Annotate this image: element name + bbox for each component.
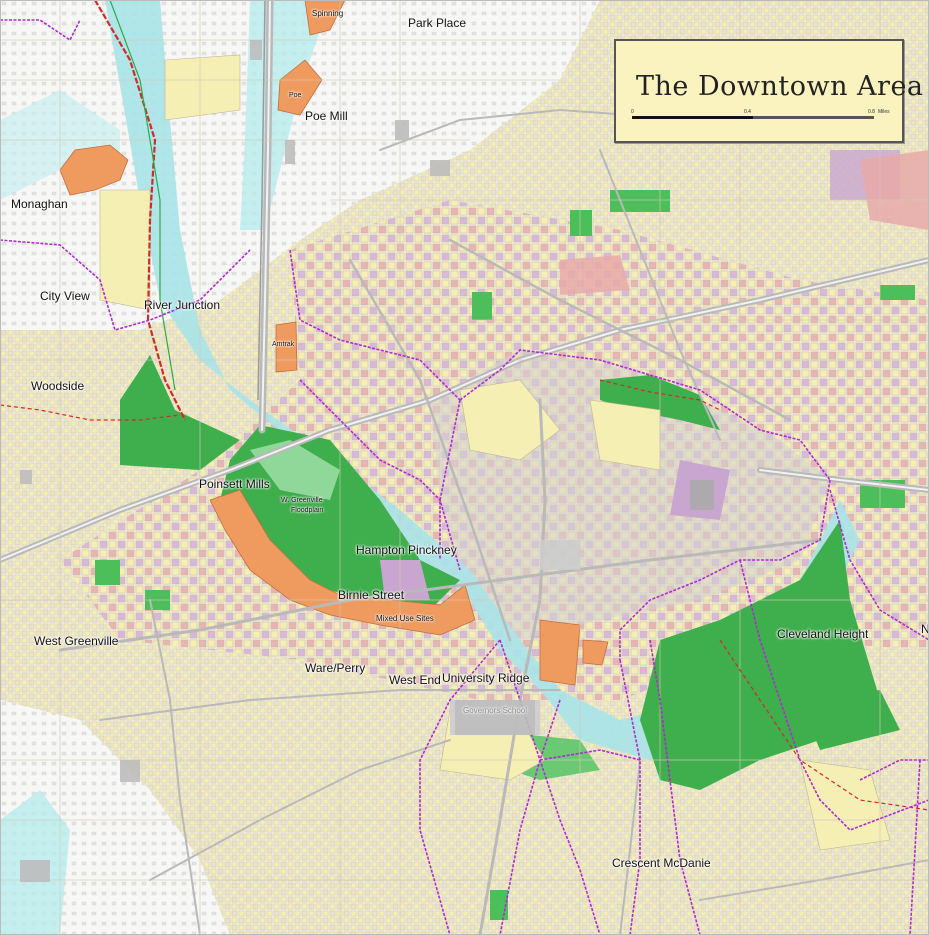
- big-yellow-1: [459, 379, 561, 461]
- label-poinsett-mills: Poinsett Mills: [199, 477, 270, 491]
- label-cleveland-height: Cleveland Height: [777, 627, 869, 641]
- rail-lines: [0, 0, 929, 811]
- mixed-use-amtrak: [275, 321, 298, 373]
- mixed-use-birnie: [209, 489, 476, 636]
- neighborhood-boundaries: [0, 19, 929, 935]
- map-title: The Downtown Area: [636, 71, 924, 102]
- label-governors-school: Governors School: [463, 706, 528, 715]
- label-mixed-use-sites: Mixed Use Sites: [376, 614, 434, 623]
- building-blocks: [20, 40, 714, 882]
- park-small-5: [95, 560, 120, 585]
- label-university-ridge: University Ridge: [442, 671, 530, 685]
- label-west-end: West End: [389, 673, 441, 687]
- reedy-river: [105, 0, 860, 760]
- label-edge-n: N: [921, 622, 929, 636]
- swamp-rabbit-park: [120, 355, 240, 470]
- label-monaghan: Monaghan: [11, 197, 68, 211]
- park-small-8: [880, 285, 915, 300]
- label-poe-mill: Poe Mill: [305, 109, 348, 123]
- big-yellow-2: [589, 399, 661, 471]
- big-pink-2: [560, 255, 630, 295]
- label-park-place: Park Place: [408, 16, 467, 30]
- scale-bar: 0 0.4 0.8 Miles: [631, 109, 890, 121]
- mixed-use-central: [539, 619, 581, 686]
- label-ware-perry: Ware/Perry: [305, 661, 366, 675]
- park-east-strip: [800, 690, 900, 750]
- label-spinning: Spinning: [312, 9, 344, 18]
- park-small-1: [570, 210, 592, 236]
- big-yellow-5: [99, 189, 151, 311]
- big-pink-1: [860, 150, 929, 230]
- label-woodside: Woodside: [31, 379, 85, 393]
- label-poe: Poe: [289, 92, 302, 99]
- label-city-view: City View: [40, 289, 90, 303]
- label-wg-floodplain-1: W. Greenville: [281, 497, 323, 504]
- big-yellow-4: [164, 54, 241, 121]
- park-small-3: [472, 292, 492, 320]
- label-river-junction: River Junction: [144, 298, 221, 312]
- mixed-use-central-2: [582, 639, 609, 666]
- label-west-greenville: West Greenville: [34, 634, 119, 648]
- mixed-use-monaghan: [59, 144, 129, 196]
- scale-tick-mid: 0.4: [744, 109, 751, 115]
- scale-segment-right: [753, 116, 874, 119]
- scale-tick-0: 0: [631, 109, 634, 115]
- label-amtrak: Amtrak: [272, 341, 295, 348]
- mixed-use-poe: [277, 59, 323, 116]
- map-title-box: The Downtown Area 0 0.4 0.8 Miles: [614, 39, 923, 143]
- park-small-7: [490, 890, 508, 920]
- scale-unit: Miles: [878, 109, 890, 115]
- park-small-2: [610, 190, 670, 212]
- label-crescent-mcdanie: Crescent McDanie: [612, 856, 711, 870]
- label-hampton-pinckney: Hampton Pinckney: [356, 543, 457, 557]
- label-birnie-street: Birnie Street: [338, 588, 405, 602]
- mixed-use-spinning: [304, 0, 346, 36]
- scale-tick-max: 0.8: [868, 109, 875, 115]
- scale-segment-left: [632, 116, 753, 119]
- label-wg-floodplain-2: Floodplain: [291, 507, 324, 514]
